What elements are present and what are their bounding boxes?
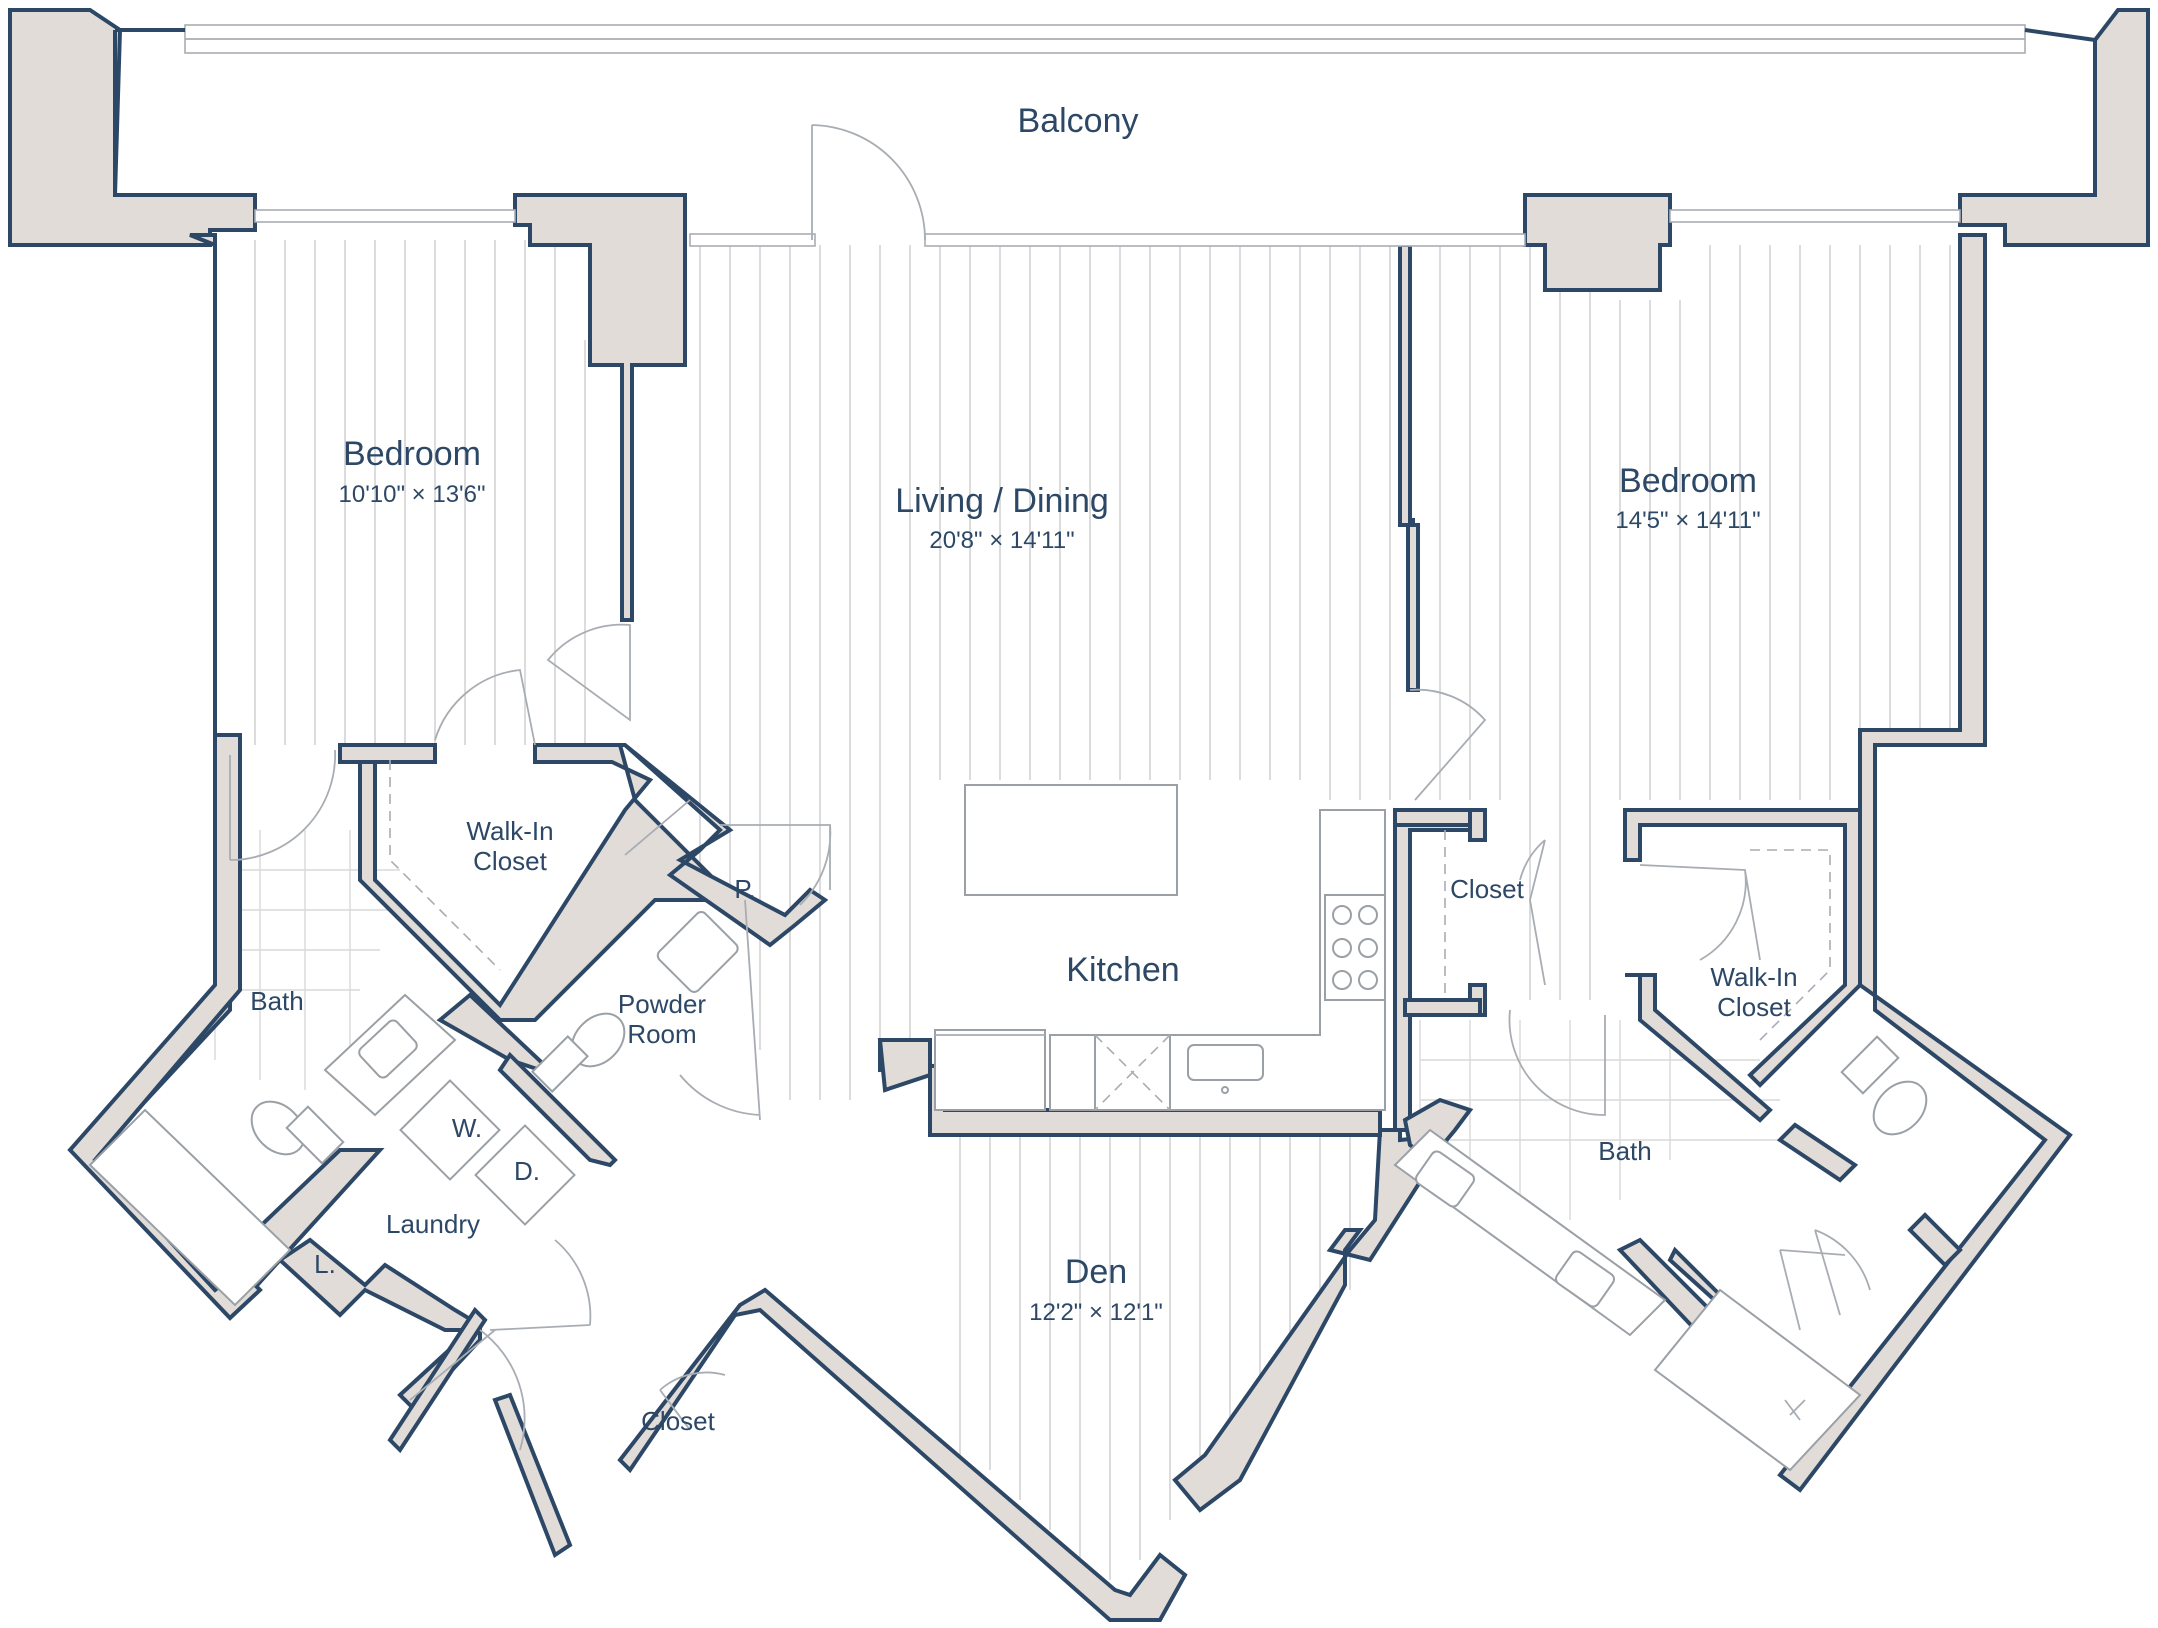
room-labels: Balcony Bedroom 10'10" × 13'6" Living / … bbox=[250, 102, 1797, 1436]
kitchen-island-icon bbox=[964, 784, 1178, 896]
room-label-kitchen: Kitchen bbox=[1066, 951, 1179, 989]
bedroom-right-planks bbox=[1439, 245, 1951, 1000]
window-living-1 bbox=[689, 233, 816, 247]
toilet-icon bbox=[1872, 1080, 1928, 1136]
door-swing-icon bbox=[409, 1329, 526, 1451]
room-dims-living: 20'8" × 14'11" bbox=[929, 527, 1074, 554]
door-swing-icon bbox=[489, 1239, 592, 1331]
room-label-closet-bottom: Closet bbox=[641, 1406, 715, 1436]
windows bbox=[184, 24, 2026, 247]
door-swing-icon bbox=[1814, 1229, 1871, 1316]
sink-icon bbox=[1414, 1150, 1476, 1208]
door-swing-icon bbox=[659, 1371, 726, 1431]
room-label-walkin-left-2: Closet bbox=[473, 846, 547, 876]
fixtures bbox=[88, 784, 1928, 1472]
room-dims-bedroom-right: 14'5" × 14'11" bbox=[1615, 507, 1760, 534]
door-swing-icon bbox=[679, 899, 761, 1121]
bedroom-left-planks bbox=[254, 240, 586, 745]
room-label-bath-left: Bath bbox=[250, 986, 304, 1016]
room-label-walkin-right-2: Closet bbox=[1717, 992, 1791, 1022]
sink-icon bbox=[1187, 1044, 1264, 1081]
bathtub-icon bbox=[88, 1108, 292, 1307]
room-label-bedroom-right: Bedroom bbox=[1619, 462, 1757, 500]
den-planks bbox=[959, 1130, 1351, 1580]
window-living-2 bbox=[924, 233, 1526, 247]
room-dims-den: 12'2" × 12'1" bbox=[1029, 1299, 1163, 1326]
door-swing-icon bbox=[1639, 864, 1761, 961]
room-label-powder-1: Powder bbox=[618, 989, 706, 1019]
washer-icon bbox=[399, 1079, 501, 1181]
balcony-outline bbox=[113, 28, 2097, 195]
door-swing-icon bbox=[624, 799, 832, 906]
room-label-washer: W. bbox=[452, 1113, 482, 1143]
room-dims-bedroom-left: 10'10" × 13'6" bbox=[339, 481, 486, 508]
room-label-walkin-right-1: Walk-In bbox=[1710, 962, 1797, 992]
room-label-dryer: D. bbox=[514, 1156, 540, 1186]
room-label-walkin-left-1: Walk-In bbox=[466, 816, 553, 846]
room-label-powder-2: Room bbox=[627, 1019, 696, 1049]
room-label-bath-right: Bath bbox=[1598, 1136, 1652, 1166]
door-swing-icon bbox=[434, 669, 536, 746]
door-swing-icon bbox=[811, 124, 926, 241]
door-swing-icon bbox=[229, 749, 336, 861]
sink-icon bbox=[358, 1019, 418, 1079]
toilet-icon bbox=[250, 1100, 306, 1156]
shower-icon bbox=[1653, 1288, 1862, 1472]
refrigerator-icon bbox=[934, 1029, 1046, 1111]
door-swing-icon bbox=[1409, 688, 1487, 801]
door-swing-icon bbox=[1519, 839, 1546, 986]
door-swing-icon bbox=[546, 623, 631, 722]
room-label-pantry: P. bbox=[734, 874, 755, 904]
doors bbox=[229, 124, 1871, 1451]
dryer-icon bbox=[474, 1124, 576, 1226]
window-bedroom-left bbox=[254, 209, 516, 223]
door-swing-icon bbox=[1779, 1249, 1846, 1331]
room-label-linen: L. bbox=[314, 1249, 336, 1279]
sink-icon bbox=[656, 911, 739, 993]
room-label-balcony: Balcony bbox=[1018, 102, 1139, 140]
wood-flooring bbox=[254, 240, 1951, 1580]
room-label-laundry: Laundry bbox=[386, 1209, 480, 1239]
window-bedroom-right bbox=[1669, 209, 1961, 223]
room-label-living: Living / Dining bbox=[895, 482, 1109, 520]
sink-icon bbox=[1554, 1250, 1616, 1308]
room-label-bedroom-left: Bedroom bbox=[343, 435, 481, 473]
door-swing-icon bbox=[1508, 1009, 1606, 1116]
living-planks bbox=[699, 245, 1391, 1100]
room-label-closet-right: Closet bbox=[1450, 874, 1524, 904]
room-label-den: Den bbox=[1065, 1253, 1127, 1291]
